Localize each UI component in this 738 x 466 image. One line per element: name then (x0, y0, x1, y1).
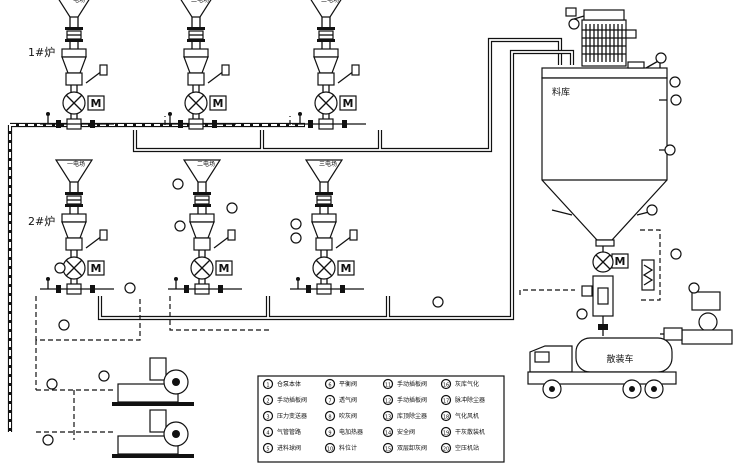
legend-marker-17 (440, 394, 452, 406)
legend-entry-3: 压力变送器 (277, 412, 307, 420)
legend-entry-13: 库顶除尘器 (397, 412, 427, 420)
legend-marker-16 (440, 378, 452, 390)
legend-number-6: 6 (328, 383, 331, 389)
legend-entry-1: 仓泵本体 (277, 380, 301, 388)
legend-marker-11 (382, 378, 394, 390)
legend-marker-20 (440, 442, 452, 454)
legend-number-19: 19 (443, 431, 449, 437)
legend-number-14: 14 (385, 431, 391, 437)
svg-text:M: M (213, 97, 224, 110)
legend-number-16: 16 (443, 383, 449, 389)
legend-marker-1 (262, 378, 274, 390)
svg-text:M: M (343, 97, 354, 110)
svg-text:一电场: 一电场 (67, 0, 85, 4)
legend-number-7: 7 (328, 399, 331, 405)
legend-marker-12 (382, 394, 394, 406)
legend-entry-12: 手动插板阀 (397, 396, 427, 404)
svg-text:三电场: 三电场 (321, 0, 339, 4)
legend-entry-20: 空压机站 (455, 444, 479, 452)
furnace-2-label: 2#炉 (28, 215, 55, 228)
legend-entry-2: 手动插板阀 (277, 396, 307, 404)
legend-number-2: 2 (266, 399, 269, 405)
legend-number-12: 12 (385, 399, 391, 405)
legend-marker-4 (262, 426, 274, 438)
legend-marker-18 (440, 410, 452, 422)
svg-text:二电场: 二电场 (197, 160, 215, 168)
bulk-truck (527, 337, 677, 399)
legend-number-1: 1 (266, 383, 269, 389)
legend-entry-6: 平衡阀 (339, 380, 357, 388)
legend-number-8: 8 (328, 415, 331, 421)
legend-entry-16: 灰库气化 (455, 380, 479, 388)
legend-number-20: 20 (443, 447, 449, 453)
legend-number-10: 10 (327, 447, 333, 453)
svg-text:一电场: 一电场 (67, 160, 85, 168)
legend-marker-7 (324, 394, 336, 406)
svg-text:三电场: 三电场 (319, 160, 337, 168)
furnace-1-label: 1#炉 (28, 46, 55, 59)
air-blower (660, 291, 733, 345)
silo-label: 料库 (552, 86, 570, 98)
conveying-pipe-furnace-1 (132, 37, 563, 153)
legend-entry-7: 透气阀 (339, 396, 357, 404)
legend-marker-5 (262, 442, 274, 454)
legend-marker-15 (382, 442, 394, 454)
legend-entry-15: 双层卸灰阀 (397, 444, 427, 452)
legend-entry-11: 手动插板阀 (397, 380, 427, 388)
legend-entry-10: 料位计 (339, 444, 357, 452)
legend-entry-9: 电加热器 (339, 428, 363, 436)
hopper-labels: 一电场 二电场 三电场 一电场 二电场 三电场 (67, 0, 339, 168)
legend-marker-14 (382, 426, 394, 438)
svg-text:M: M (91, 97, 102, 110)
air-compressor-lower (112, 409, 194, 458)
legend-number-17: 17 (443, 399, 449, 405)
conveying-pipe-furnace-2 (97, 49, 575, 321)
svg-text:M: M (219, 262, 230, 275)
legend-marker-8 (324, 410, 336, 422)
legend-number-3: 3 (266, 415, 269, 421)
truck-label: 散装车 (606, 353, 633, 365)
svg-text:M: M (341, 262, 352, 275)
legend-marker-3 (262, 410, 274, 422)
legend-marker-6 (324, 378, 336, 390)
legend-marker-19 (440, 426, 452, 438)
legend-entry-14: 安全阀 (397, 428, 415, 436)
motor-labels: M M M M M M M (91, 97, 626, 275)
svg-text:二电场: 二电场 (191, 0, 209, 4)
legend-entry-5: 进料球阀 (277, 444, 301, 452)
legend-entry-4: 气管管路 (277, 428, 301, 436)
legend-entry-8: 吹灰阀 (339, 412, 357, 420)
legend-number-15: 15 (385, 447, 391, 453)
legend-entry-19: 干灰散装机 (455, 428, 485, 436)
ash-silo (541, 58, 668, 247)
legend-entry-18: 气化风机 (455, 412, 479, 420)
legend-marker-13 (382, 410, 394, 422)
bag-filter (565, 7, 637, 67)
legend-marker-2 (262, 394, 274, 406)
air-compressor-upper (112, 357, 194, 406)
legend-marker-10 (324, 442, 336, 454)
silo-discharge (581, 246, 614, 336)
legend-number-13: 13 (385, 415, 391, 421)
legend-entries: 仓泵本体平衡阀手动插板阀灰库气化手动插板阀透气阀手动插板阀脉冲除尘器压力变送器吹… (277, 380, 485, 452)
svg-text:M: M (91, 262, 102, 275)
legend-number-4: 4 (266, 431, 269, 437)
legend-number-11: 11 (385, 383, 391, 389)
legend-marker-9 (324, 426, 336, 438)
electric-heater (641, 259, 655, 291)
legend-number-18: 18 (443, 415, 449, 421)
svg-text:M: M (615, 255, 626, 268)
legend-number-5: 5 (266, 447, 269, 453)
legend-entry-17: 脉冲除尘器 (455, 396, 485, 404)
callout-markers (42, 52, 700, 446)
legend-number-9: 9 (328, 431, 331, 437)
